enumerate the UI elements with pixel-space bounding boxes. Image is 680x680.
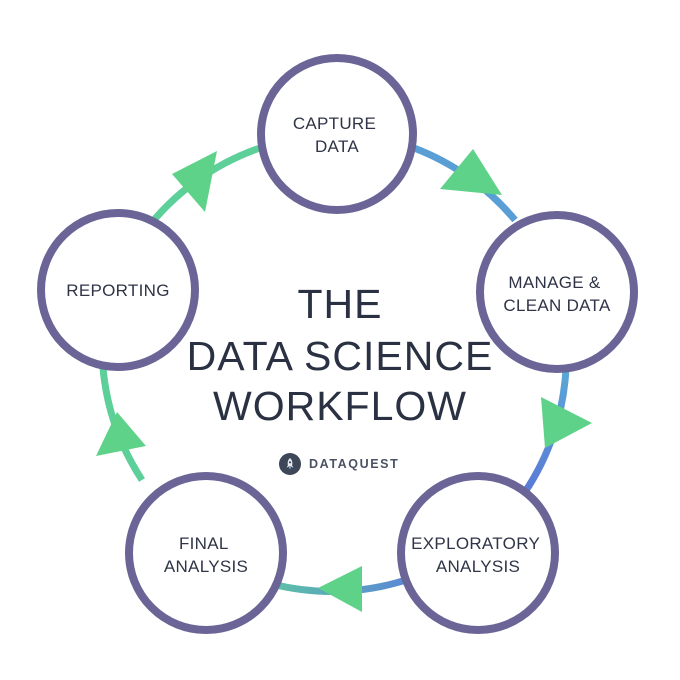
title-line-data-science: DATA SCIENCE	[186, 333, 494, 379]
arrow-to-manage-icon	[440, 149, 502, 195]
arrow-to-capture-icon	[172, 151, 217, 212]
title-line-the: THE	[297, 281, 383, 327]
rocket-icon	[279, 453, 301, 475]
node-manage-clean-data: MANAGE & CLEAN DATA	[476, 211, 638, 373]
arrow-to-final-icon	[318, 566, 362, 612]
node-exploratory-analysis-line-2: ANALYSIS	[436, 557, 520, 576]
node-exploratory-analysis: EXPLORATORY ANALYSIS	[397, 472, 559, 634]
node-final-analysis-line-2: ANALYSIS	[164, 557, 248, 576]
title-line-workflow: WORKFLOW	[213, 383, 467, 429]
node-capture-data-line-2: DATA	[315, 137, 359, 156]
node-final-analysis: FINAL ANALYSIS	[125, 472, 287, 634]
node-capture-data: CAPTURE DATA	[257, 54, 417, 214]
svg-text:MANAGE & CLEAN DATA: MANAGE & CLEAN DATA	[503, 273, 611, 315]
svg-text:EXPLORATORY ANALYSIS: EXPLORATORY ANALYSIS	[411, 534, 545, 576]
svg-text:CAPTURE DATA: CAPTURE DATA	[293, 114, 381, 156]
svg-text:FINAL ANALYSIS: FINAL ANALYSIS	[164, 534, 248, 576]
arrow-to-exploratory-icon	[541, 397, 592, 448]
node-reporting-line-1: REPORTING	[66, 281, 169, 300]
node-manage-clean-data-line-1: MANAGE &	[508, 273, 601, 292]
node-reporting: REPORTING	[37, 209, 199, 371]
brand-name: DATAQUEST	[309, 457, 400, 471]
node-final-analysis-line-1: FINAL	[179, 534, 228, 553]
node-exploratory-analysis-line-1: EXPLORATORY	[411, 534, 540, 553]
node-capture-data-line-1: CAPTURE	[293, 114, 376, 133]
node-manage-clean-data-line-2: CLEAN DATA	[503, 296, 611, 315]
dataquest-brand: DATAQUEST	[279, 453, 399, 475]
arrow-to-reporting-icon	[96, 412, 146, 456]
svg-text:REPORTING: REPORTING	[66, 281, 169, 300]
